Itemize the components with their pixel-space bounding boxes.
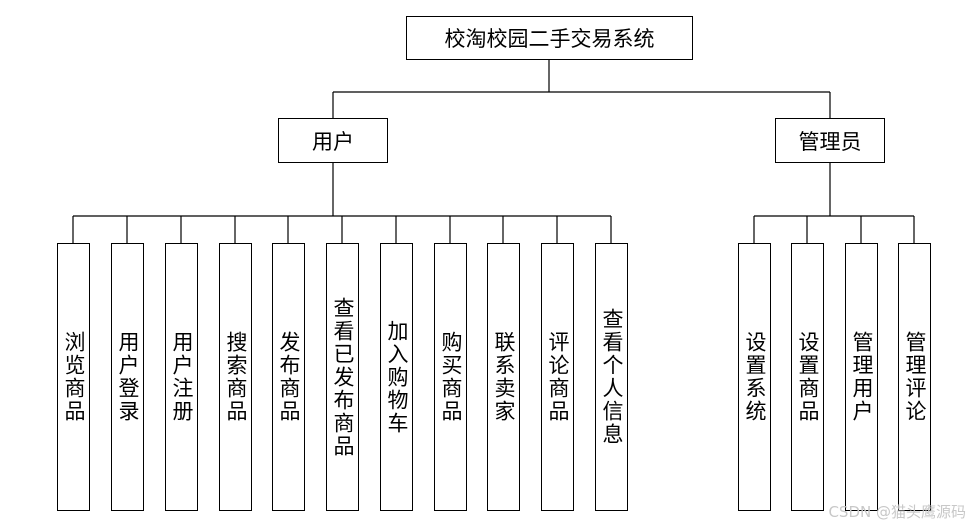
leaf-node-label: 浏览商品 [62,331,86,423]
leaf-node: 搜索商品 [219,243,252,511]
leaf-node-label: 发布商品 [277,331,301,423]
leaf-node: 用户注册 [165,243,198,511]
group-node-user: 用户 [278,118,388,163]
leaf-node-label: 管理用户 [850,331,874,423]
leaf-node-label: 搜索商品 [224,331,248,423]
leaf-node-label: 购买商品 [439,331,463,423]
leaf-node-label: 设置商品 [796,331,820,423]
leaf-node-label: 用户登录 [116,331,140,423]
leaf-node: 发布商品 [272,243,305,511]
leaf-node: 购买商品 [434,243,467,511]
group-node-admin: 管理员 [775,118,885,163]
watermark: CSDN @猫头鹰源码 [828,503,966,521]
leaf-node-label: 用户注册 [170,331,194,423]
leaf-node: 查看个人信息 [595,243,628,511]
leaf-node: 评论商品 [541,243,574,511]
leaf-node: 管理评论 [898,243,931,511]
leaf-node: 设置系统 [738,243,771,511]
root-node-label: 校淘校园二手交易系统 [444,27,655,51]
group-node-label: 管理员 [798,129,862,154]
leaf-node-label: 管理评论 [903,331,927,423]
root-node: 校淘校园二手交易系统 [406,16,693,60]
leaf-node: 联系卖家 [487,243,520,511]
group-node-label: 用户 [312,129,354,154]
leaf-node: 管理用户 [845,243,878,511]
leaf-node: 设置商品 [791,243,824,511]
leaf-node-label: 加入购物车 [385,319,409,435]
leaf-node: 查看已发布商品 [326,243,359,511]
leaf-node-label: 查看个人信息 [600,308,624,446]
leaf-node-label: 查看已发布商品 [331,296,355,458]
leaf-node-label: 设置系统 [743,331,767,423]
leaf-node-label: 联系卖家 [492,331,516,423]
leaf-node: 用户登录 [111,243,144,511]
leaf-node-label: 评论商品 [546,331,570,423]
leaf-node: 浏览商品 [57,243,90,511]
leaf-node: 加入购物车 [380,243,413,511]
